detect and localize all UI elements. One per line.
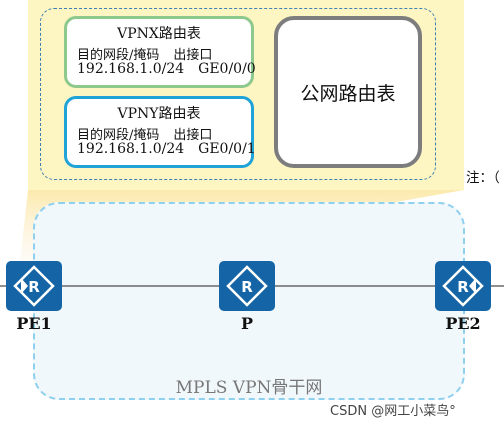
svg-text:R: R	[457, 278, 469, 296]
public-routing-table: 公网路由表	[274, 16, 422, 168]
vpny-route-row: 192.168.1.0/24 GE0/0/1	[77, 141, 256, 157]
backbone-label: MPLS VPN骨干网	[175, 378, 323, 398]
svg-text:R: R	[28, 278, 40, 296]
note-text: 注：（	[466, 170, 500, 186]
vpny-title: VPNY路由表	[117, 106, 201, 122]
watermark: CSDN @网工小菜鸟°	[330, 404, 456, 419]
vpny-header: 目的网段/掩码出接口	[77, 124, 212, 143]
vpnx-dest: 192.168.1.0/24	[77, 61, 185, 77]
vpnx-iface: GE0/0/0	[198, 61, 256, 77]
vpnx-header: 目的网段/掩码出接口	[77, 44, 212, 63]
vpnx-col-dest: 目的网段/掩码	[77, 48, 160, 63]
vpnx-col-iface: 出接口	[173, 48, 213, 63]
vpny-col-dest: 目的网段/掩码	[77, 128, 160, 143]
vpnx-title: VPNX路由表	[117, 26, 201, 42]
router-pe1-label: PE1	[16, 314, 52, 333]
vpny-col-iface: 出接口	[173, 128, 213, 143]
router-pe1-icon[interactable]: R	[6, 261, 62, 311]
vpny-iface: GE0/0/1	[198, 141, 256, 157]
router-pe2-icon[interactable]: R	[435, 261, 491, 311]
vpnx-routing-table: VPNX路由表 目的网段/掩码出接口 192.168.1.0/24 GE0/0/0	[64, 16, 256, 88]
public-table-title: 公网路由表	[300, 82, 396, 105]
svg-text:R: R	[241, 278, 253, 296]
vpny-dest: 192.168.1.0/24	[77, 141, 185, 157]
vpny-routing-table: VPNY路由表 目的网段/掩码出接口 192.168.1.0/24 GE0/0/1	[64, 96, 256, 168]
router-pe2-label: PE2	[445, 314, 481, 333]
router-p-label: P	[240, 314, 254, 333]
router-p-icon[interactable]: R	[219, 261, 275, 311]
routing-table-group	[40, 8, 436, 180]
vpnx-route-row: 192.168.1.0/24 GE0/0/0	[77, 61, 256, 77]
